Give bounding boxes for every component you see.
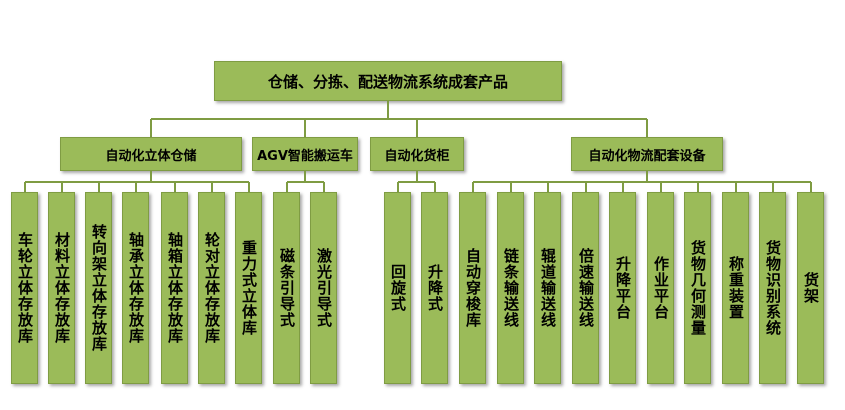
leaf-drop (734, 182, 737, 192)
leaf-connector (646, 171, 648, 182)
leaf-connector (416, 171, 418, 182)
category-bus (151, 118, 647, 120)
leaf-node: 转向架立体存放库 (85, 192, 112, 384)
leaf-bus (24, 181, 249, 183)
leaf-drop (97, 182, 100, 192)
category-node: 自动化物流配套设备 (571, 137, 723, 171)
leaf-drop (60, 182, 63, 192)
leaf-node: 重力式立体库 (235, 192, 262, 384)
category-connector (304, 119, 306, 137)
leaf-node: 自动穿梭库 (459, 192, 486, 384)
leaf-bus (397, 181, 435, 183)
leaf-node: 作业平台 (647, 192, 674, 384)
leaf-node: 链条输送线 (497, 192, 524, 384)
leaf-node: 倍速输送线 (572, 192, 599, 384)
leaf-node: 货架 (797, 192, 824, 384)
leaf-node: 磁条引导式 (273, 192, 300, 384)
leaf-drop (322, 182, 325, 192)
category-connector (646, 119, 648, 137)
root-node: 仓储、分拣、配送物流系统成套产品 (214, 61, 562, 101)
leaf-node: 车轮立体存放库 (11, 192, 38, 384)
leaf-bus (472, 181, 811, 183)
leaf-drop (173, 182, 176, 192)
leaf-node: 升降式 (421, 192, 448, 384)
leaf-node: 轮对立体存放库 (198, 192, 225, 384)
category-node: 自动化货柜 (370, 137, 464, 171)
leaf-drop (396, 182, 399, 192)
leaf-drop (584, 182, 587, 192)
leaf-drop (285, 182, 288, 192)
leaf-drop (134, 182, 137, 192)
leaf-node: 称重装置 (722, 192, 749, 384)
leaf-node: 轴承立体存放库 (122, 192, 149, 384)
leaf-connector (150, 171, 152, 182)
leaf-drop (471, 182, 474, 192)
leaf-node: 材料立体存放库 (48, 192, 75, 384)
leaf-node: 货物几何测量 (684, 192, 711, 384)
leaf-connector (304, 171, 306, 182)
category-connector (150, 119, 152, 137)
leaf-node: 货物识别系统 (759, 192, 786, 384)
leaf-node: 升降平台 (609, 192, 636, 384)
leaf-drop (546, 182, 549, 192)
leaf-drop (696, 182, 699, 192)
category-connector (416, 119, 418, 137)
root-connector (387, 101, 389, 119)
leaf-drop (659, 182, 662, 192)
leaf-drop (809, 182, 812, 192)
leaf-drop (433, 182, 436, 192)
leaf-node: 回旋式 (384, 192, 411, 384)
leaf-bus (286, 181, 324, 183)
leaf-drop (247, 182, 250, 192)
leaf-node: 轴箱立体存放库 (161, 192, 188, 384)
leaf-drop (771, 182, 774, 192)
leaf-drop (621, 182, 624, 192)
leaf-node: 辊道输送线 (534, 192, 561, 384)
leaf-drop (23, 182, 26, 192)
category-node: AGV智能搬运车 (252, 137, 358, 171)
leaf-drop (509, 182, 512, 192)
leaf-node: 激光引导式 (310, 192, 337, 384)
leaf-drop (210, 182, 213, 192)
category-node: 自动化立体仓储 (60, 137, 242, 171)
